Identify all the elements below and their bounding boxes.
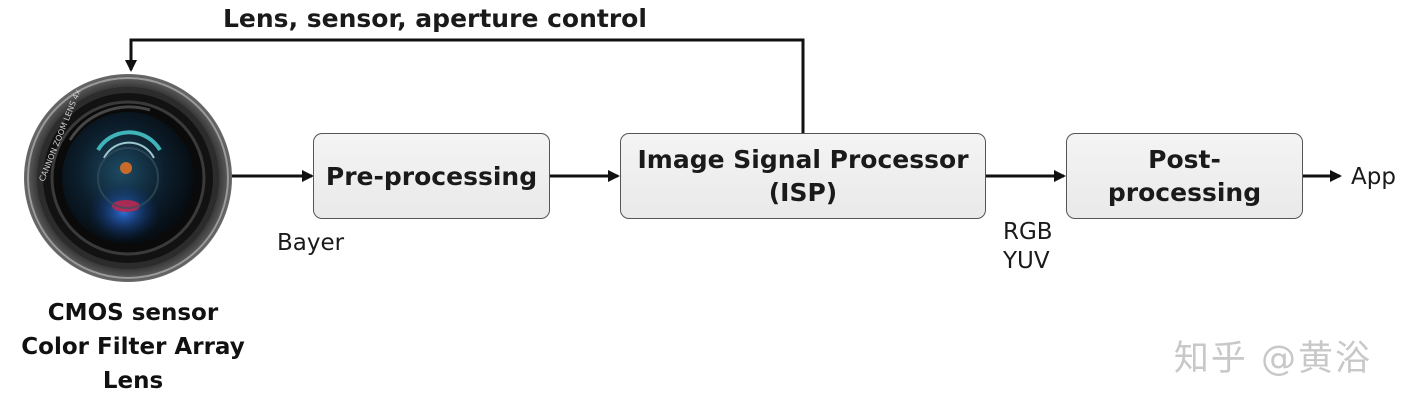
preprocessing-label: Pre-processing bbox=[325, 161, 538, 191]
preprocessing-block: Pre-processing bbox=[313, 133, 550, 219]
camera-caption: CMOS sensor Color Filter Array Lens bbox=[21, 300, 245, 394]
control-label: Lens, sensor, aperture control bbox=[223, 4, 657, 33]
postprocessing-block: Post- processing bbox=[1066, 133, 1303, 219]
bayer-label: Bayer bbox=[277, 230, 345, 256]
control-feedback-arrow bbox=[125, 38, 805, 133]
camera-lens-icon: CANNON ZOOM LENS 4x bbox=[24, 74, 232, 282]
isp-block: Image Signal Processor (ISP) bbox=[620, 133, 986, 219]
rgb-yuv-label: RGB YUV bbox=[1003, 219, 1053, 274]
isp-label: Image Signal Processor (ISP) bbox=[637, 145, 969, 207]
postprocessing-label: Post- processing bbox=[1107, 145, 1262, 207]
watermark: 知乎 @黄浴 bbox=[1173, 339, 1372, 379]
app-label: App bbox=[1351, 164, 1396, 190]
